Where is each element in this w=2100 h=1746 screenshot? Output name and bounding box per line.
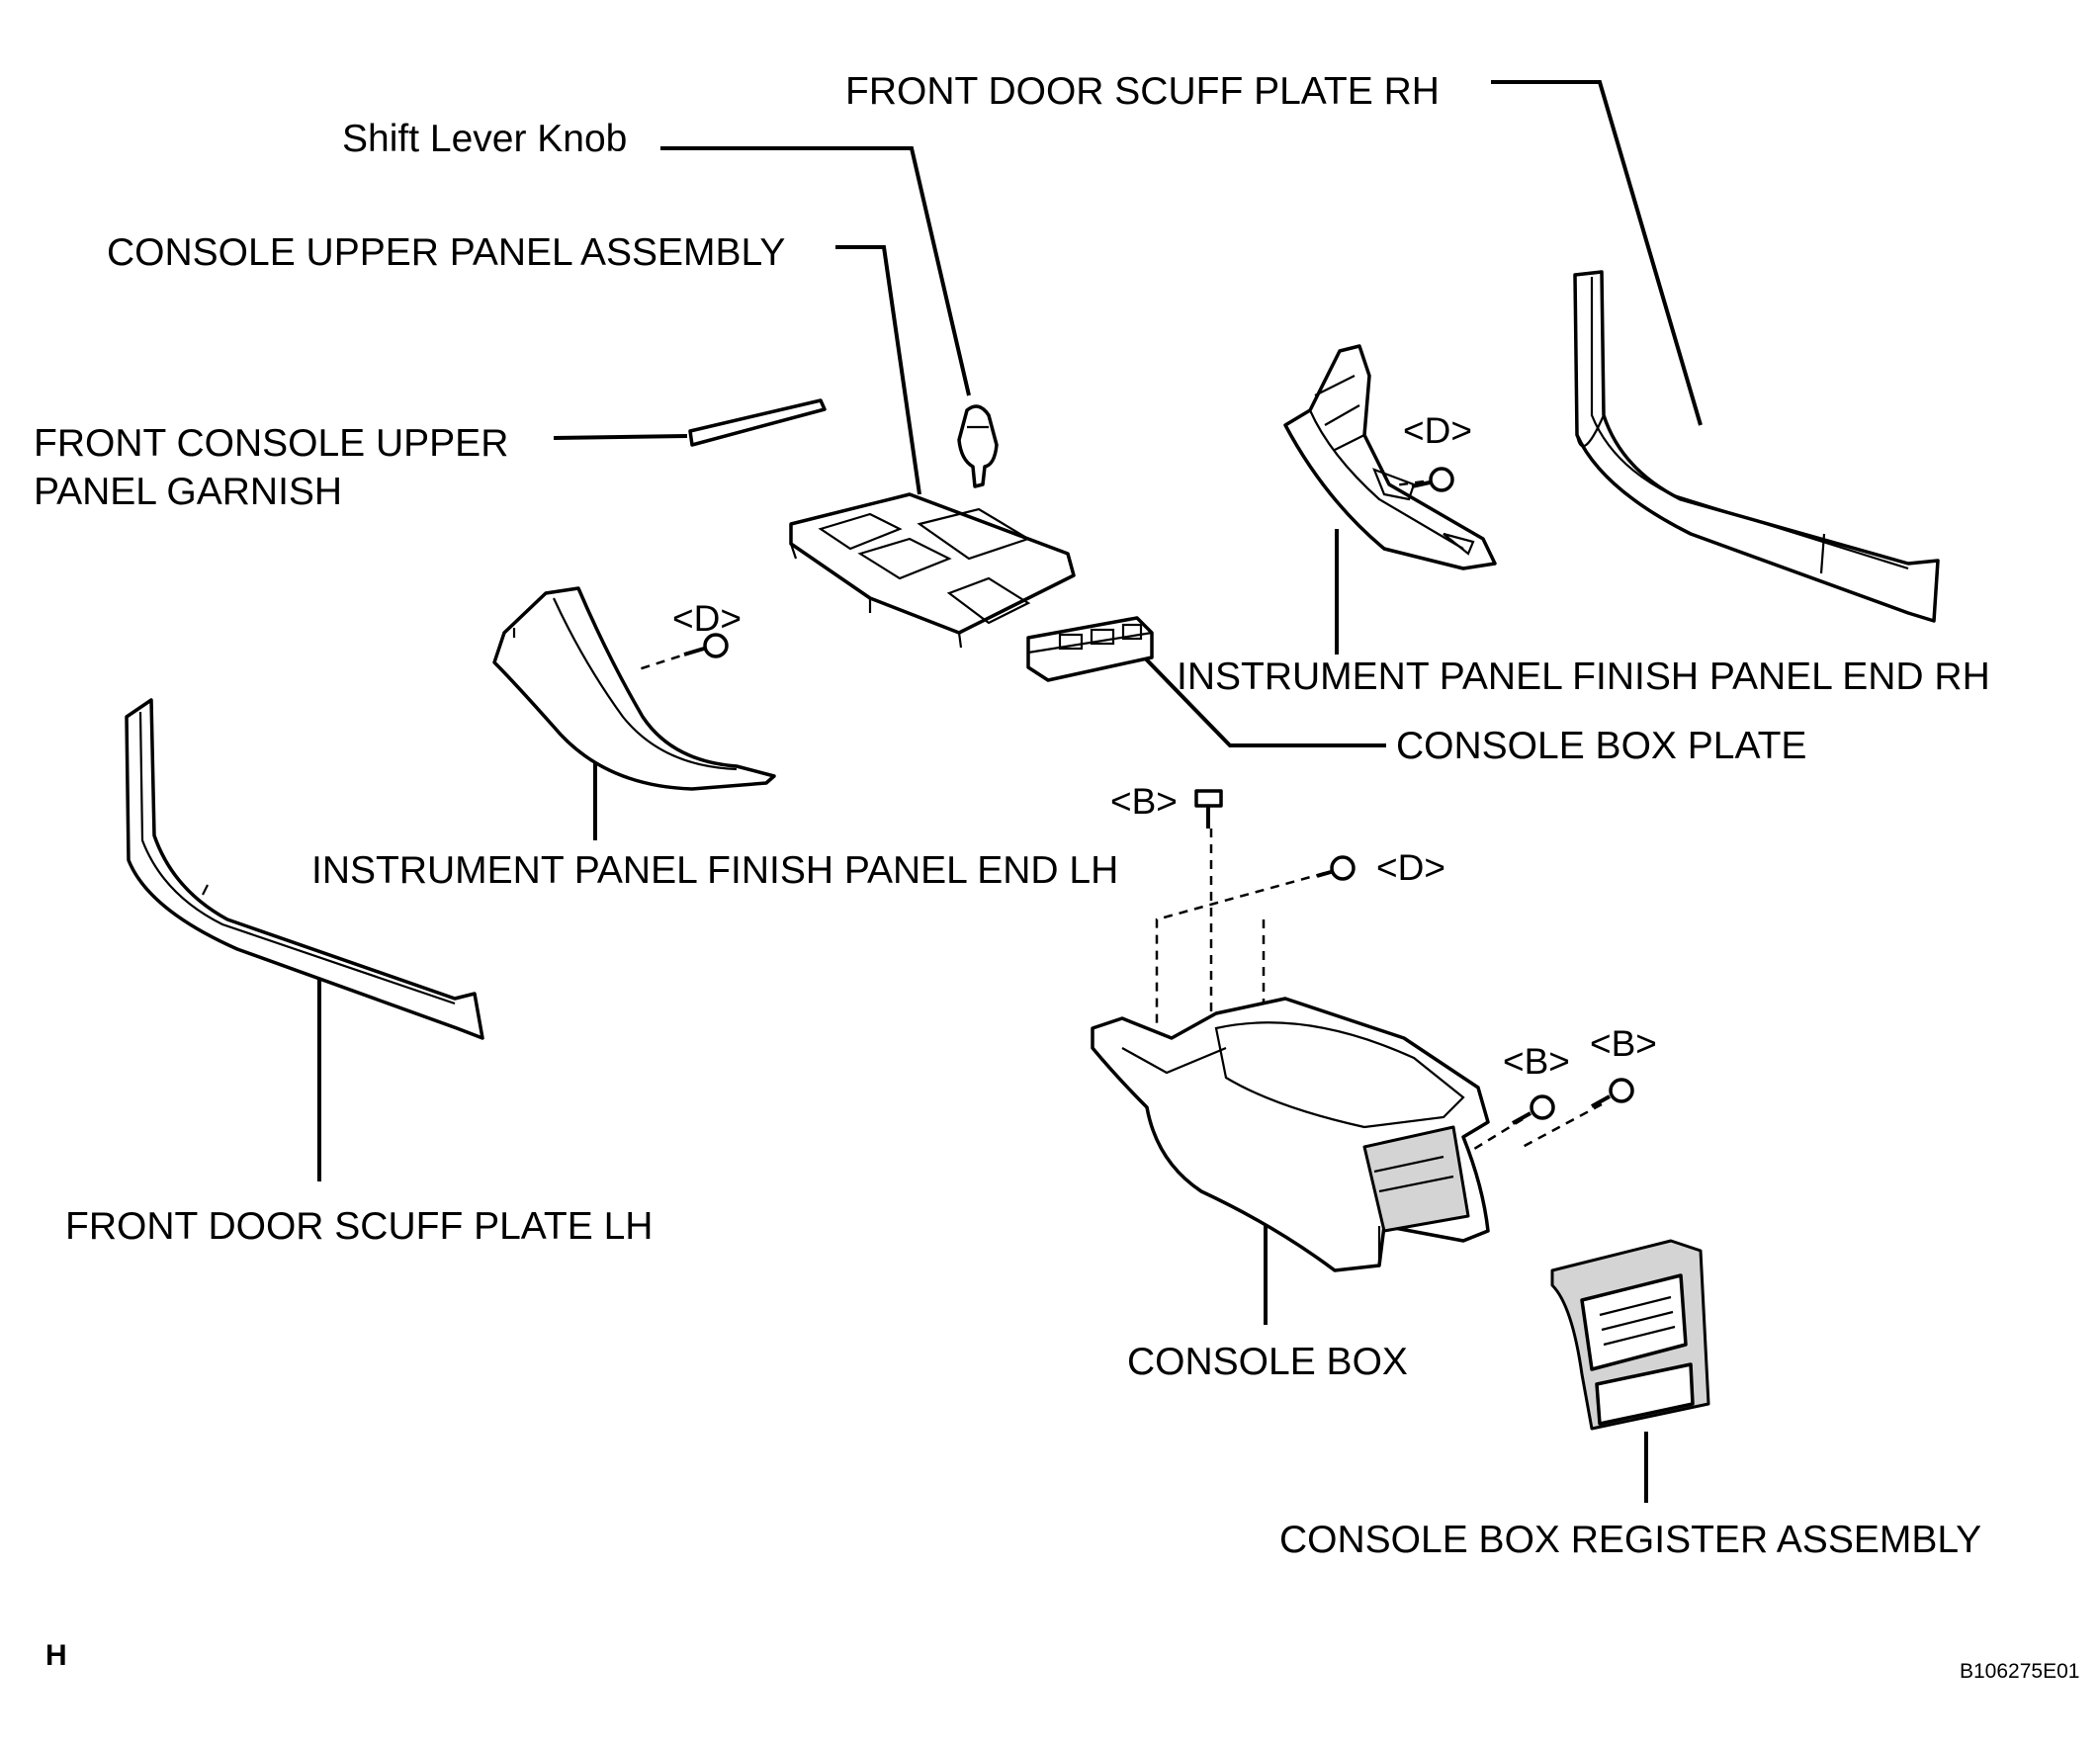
label-front-console-upper-panel-garnish-line2: PANEL GARNISH bbox=[34, 471, 342, 513]
instrument-panel-finish-panel-end-lh-part bbox=[492, 586, 776, 791]
corner-mark: H bbox=[45, 1639, 67, 1672]
fastener-d-rh-panel bbox=[1411, 467, 1454, 492]
front-door-scuff-plate-lh-part bbox=[125, 698, 484, 1040]
console-box-register-assembly-part bbox=[1550, 1239, 1710, 1431]
label-front-door-scuff-plate-rh: FRONT DOOR SCUFF PLATE RH bbox=[845, 70, 1440, 113]
tag-b-rear-left: <B> bbox=[1503, 1041, 1570, 1082]
label-instrument-panel-finish-panel-end-rh: INSTRUMENT PANEL FINISH PANEL END RH bbox=[1177, 655, 1990, 698]
fastener-d-console-box bbox=[1316, 855, 1356, 881]
shift-lever-knob-part bbox=[957, 404, 999, 488]
label-front-console-upper-panel-garnish-line1: FRONT CONSOLE UPPER bbox=[34, 422, 508, 465]
fastener-b-rear-left bbox=[1512, 1094, 1555, 1125]
console-box-part bbox=[1091, 997, 1490, 1272]
tag-d-lh-panel: <D> bbox=[672, 598, 742, 639]
label-console-box: CONSOLE BOX bbox=[1127, 1341, 1408, 1383]
instrument-panel-finish-panel-end-rh-part bbox=[1283, 344, 1497, 570]
front-console-upper-panel-garnish-part bbox=[688, 398, 827, 447]
tag-b-rear-right: <B> bbox=[1590, 1023, 1657, 1064]
leader-lines bbox=[317, 80, 1703, 1503]
fastener-b-top bbox=[1194, 789, 1223, 829]
front-door-scuff-plate-rh-part bbox=[1573, 270, 1940, 623]
fastener-b-rear-right bbox=[1591, 1078, 1634, 1108]
label-console-box-plate: CONSOLE BOX PLATE bbox=[1396, 725, 1806, 767]
console-box-plate-part bbox=[1026, 616, 1154, 682]
figure-code: B106275E01 bbox=[1960, 1660, 2079, 1683]
tag-d-rh-panel: <D> bbox=[1403, 410, 1472, 451]
console-upper-panel-assembly-part bbox=[789, 492, 1076, 649]
tag-b-top: <B> bbox=[1110, 781, 1178, 822]
label-console-box-register-assembly: CONSOLE BOX REGISTER ASSEMBLY bbox=[1279, 1519, 1981, 1561]
tag-d-console-box: <D> bbox=[1376, 847, 1445, 888]
label-console-upper-panel-assembly: CONSOLE UPPER PANEL ASSEMBLY bbox=[107, 231, 785, 274]
label-instrument-panel-finish-panel-end-lh: INSTRUMENT PANEL FINISH PANEL END LH bbox=[311, 849, 1118, 892]
label-shift-lever-knob: Shift Lever Knob bbox=[342, 118, 627, 160]
label-front-door-scuff-plate-lh: FRONT DOOR SCUFF PLATE LH bbox=[65, 1205, 653, 1248]
fastener-d-lh-panel bbox=[683, 633, 729, 658]
